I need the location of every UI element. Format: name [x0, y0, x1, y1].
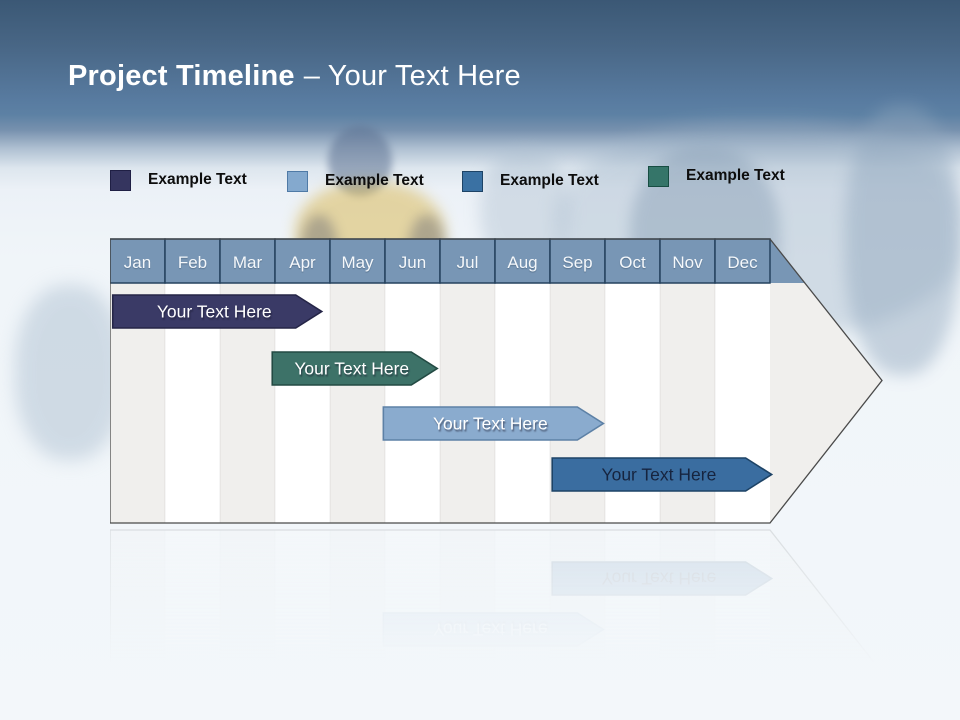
month-label: Dec — [727, 253, 758, 272]
gantt-bar[interactable]: Your Text Here — [111, 294, 324, 329]
month-label: Aug — [507, 253, 537, 272]
month-label: Sep — [562, 253, 592, 272]
month-label: Jul — [457, 253, 479, 272]
legend-label: Example Text — [148, 171, 247, 188]
gantt-bar-label: Your Text Here — [157, 302, 272, 322]
gantt-bar-label: Your Text Here — [602, 465, 717, 485]
slide-title[interactable]: Project Timeline– Your Text Here — [68, 60, 521, 93]
month-label: Apr — [289, 253, 316, 272]
legend-swatch — [648, 165, 669, 187]
gantt-bar[interactable]: Your Text Here — [382, 406, 605, 441]
month-label: Jun — [399, 253, 426, 272]
timeline-svg: Jan Feb Mar Apr May Jun Jul Aug Sep Oct Nov DecYour… — [109, 238, 883, 524]
legend-item[interactable]: Example Text — [287, 170, 424, 192]
month-label: Feb — [178, 253, 207, 272]
legend-swatch — [287, 170, 308, 192]
month-label: Oct — [619, 253, 646, 272]
legend-label: Example Text — [500, 172, 599, 189]
legend-label: Example Text — [325, 172, 424, 189]
month-label: May — [341, 253, 374, 272]
month-label: Jan — [124, 253, 151, 272]
month-header-cell — [219, 238, 276, 284]
gantt-bar-label: Your Text Here — [433, 414, 548, 434]
month-header-cell — [494, 238, 551, 284]
slide-title-placeholder: – Your Text Here — [303, 60, 521, 92]
month-label: Mar — [233, 253, 263, 272]
gantt-bar[interactable]: Your Text Here — [551, 457, 774, 492]
legend-item[interactable]: Example Text — [462, 170, 599, 192]
month-label: Nov — [672, 253, 703, 272]
legend-item[interactable]: Example Text — [648, 165, 785, 187]
slide-title-main: Project Timeline — [68, 60, 295, 92]
month-header-cell — [439, 238, 496, 284]
month-column — [385, 283, 440, 523]
gantt-bar-label: Your Text Here — [294, 359, 409, 379]
month-header-cell — [659, 238, 716, 284]
legend-label: Example Text — [686, 167, 785, 184]
legend-swatch — [462, 170, 483, 192]
legend-item[interactable]: Example Text — [110, 169, 247, 191]
month-header-cell — [714, 238, 771, 284]
gantt-bar[interactable]: Your Text Here — [271, 351, 439, 386]
legend-swatch — [110, 169, 131, 191]
month-column — [495, 283, 550, 523]
